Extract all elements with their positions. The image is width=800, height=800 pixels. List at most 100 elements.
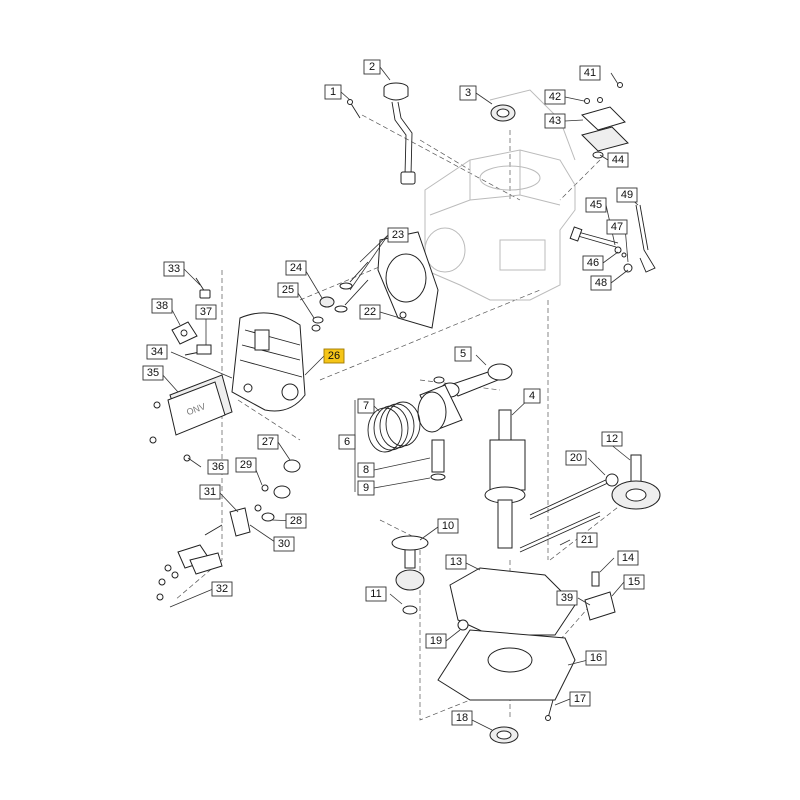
svg-text:30: 30 — [278, 538, 290, 550]
callout-9[interactable]: 9 — [357, 480, 375, 496]
svg-text:13: 13 — [450, 556, 462, 568]
callout-34[interactable]: 34 — [146, 344, 168, 360]
part-piston-6-7 — [367, 376, 463, 481]
callout-30[interactable]: 30 — [273, 536, 295, 552]
svg-text:1: 1 — [330, 86, 336, 98]
callout-33[interactable]: 33 — [163, 261, 185, 277]
svg-text:26: 26 — [328, 350, 340, 362]
callout-23[interactable]: 23 — [387, 227, 409, 243]
svg-text:35: 35 — [147, 367, 159, 379]
callout-3[interactable]: 3 — [459, 85, 477, 101]
part-camshaft-12 — [611, 454, 661, 510]
callout-22[interactable]: 22 — [359, 304, 381, 320]
svg-text:9: 9 — [363, 482, 369, 494]
leader-lines — [160, 66, 639, 731]
callout-27[interactable]: 27 — [257, 434, 279, 450]
callout-29[interactable]: 29 — [235, 457, 257, 473]
callout-39[interactable]: 39 — [556, 590, 578, 606]
callout-47[interactable]: 47 — [606, 219, 628, 235]
callout-43[interactable]: 43 — [544, 113, 566, 129]
callout-15[interactable]: 15 — [623, 574, 645, 590]
callout-36[interactable]: 36 — [207, 459, 229, 475]
part-oil-seal-3 — [490, 104, 516, 122]
callout-26[interactable]: 26 — [323, 348, 345, 364]
callout-5[interactable]: 5 — [454, 346, 472, 362]
callout-37[interactable]: 37 — [195, 304, 217, 320]
callout-44[interactable]: 44 — [607, 152, 629, 168]
part-connecting-rod-5 — [440, 363, 513, 398]
svg-text:39: 39 — [561, 592, 573, 604]
callout-45[interactable]: 45 — [585, 197, 607, 213]
svg-text:11: 11 — [370, 588, 381, 600]
callout-41[interactable]: 41 — [579, 65, 601, 81]
svg-text:20: 20 — [570, 452, 582, 464]
svg-text:43: 43 — [549, 115, 561, 127]
part-oil-seal-18 — [489, 726, 519, 744]
svg-text:24: 24 — [290, 262, 302, 274]
callout-38[interactable]: 38 — [151, 298, 173, 314]
callout-20[interactable]: 20 — [565, 450, 587, 466]
callout-11[interactable]: 11 — [365, 586, 387, 602]
part-stem-seals-24-25 — [311, 296, 335, 332]
svg-text:12: 12 — [606, 433, 618, 445]
part-dipstick-2 — [383, 82, 416, 185]
svg-text:41: 41 — [584, 67, 596, 79]
svg-text:4: 4 — [529, 390, 535, 402]
svg-text:3: 3 — [465, 87, 471, 99]
callout-8[interactable]: 8 — [357, 462, 375, 478]
callout-12[interactable]: 12 — [601, 431, 623, 447]
part-governor-linkage-45-49 — [569, 204, 656, 273]
svg-text:19: 19 — [430, 635, 442, 647]
svg-text:46: 46 — [587, 257, 599, 269]
part-cover-plate-41-44 — [581, 82, 629, 159]
callout-2[interactable]: 2 — [363, 59, 381, 75]
svg-text:44: 44 — [612, 154, 624, 166]
part-bolt-1 — [347, 99, 361, 119]
svg-text:42: 42 — [549, 91, 561, 103]
callout-32[interactable]: 32 — [211, 581, 233, 597]
callout-48[interactable]: 48 — [590, 275, 612, 291]
callout-18[interactable]: 18 — [451, 710, 473, 726]
svg-text:16: 16 — [590, 652, 602, 664]
svg-text:34: 34 — [151, 346, 163, 358]
callout-13[interactable]: 13 — [445, 554, 467, 570]
callout-7[interactable]: 7 — [357, 398, 375, 414]
engine-block — [424, 89, 576, 301]
callout-46[interactable]: 46 — [582, 255, 604, 271]
callout-28[interactable]: 28 — [285, 513, 307, 529]
callout-17[interactable]: 17 — [569, 691, 591, 707]
callout-10[interactable]: 10 — [437, 518, 459, 534]
callout-6[interactable]: 6 — [338, 434, 356, 450]
svg-text:45: 45 — [590, 199, 602, 211]
svg-text:27: 27 — [262, 436, 274, 448]
svg-text:29: 29 — [240, 459, 252, 471]
callout-4[interactable]: 4 — [523, 388, 541, 404]
callout-42[interactable]: 42 — [544, 89, 566, 105]
svg-text:6: 6 — [344, 436, 350, 448]
svg-text:33: 33 — [168, 263, 180, 275]
callout-31[interactable]: 31 — [199, 484, 221, 500]
callout-21[interactable]: 21 — [576, 532, 598, 548]
svg-text:31: 31 — [204, 486, 216, 498]
part-bracket-14-15-39 — [584, 571, 616, 621]
part-cylinder-head-26 — [231, 312, 306, 412]
part-head-gasket-22 — [377, 231, 439, 329]
svg-text:38: 38 — [156, 300, 168, 312]
svg-text:15: 15 — [628, 576, 640, 588]
svg-text:37: 37 — [200, 306, 212, 318]
callout-35[interactable]: 35 — [142, 365, 164, 381]
svg-text:2: 2 — [369, 61, 375, 73]
callout-14[interactable]: 14 — [617, 550, 639, 566]
callout-19[interactable]: 19 — [425, 633, 447, 649]
callout-24[interactable]: 24 — [285, 260, 307, 276]
callout-25[interactable]: 25 — [277, 282, 299, 298]
callout-49[interactable]: 49 — [616, 187, 638, 203]
part-valve-cover-34-36: ONV — [149, 374, 233, 462]
svg-text:14: 14 — [622, 552, 634, 564]
alignment-lines — [174, 114, 641, 721]
svg-text:7: 7 — [363, 400, 369, 412]
callout-16[interactable]: 16 — [585, 650, 607, 666]
part-gasket-38 — [171, 321, 198, 345]
callout-1[interactable]: 1 — [324, 84, 342, 100]
part-crankshaft-4 — [484, 409, 526, 549]
